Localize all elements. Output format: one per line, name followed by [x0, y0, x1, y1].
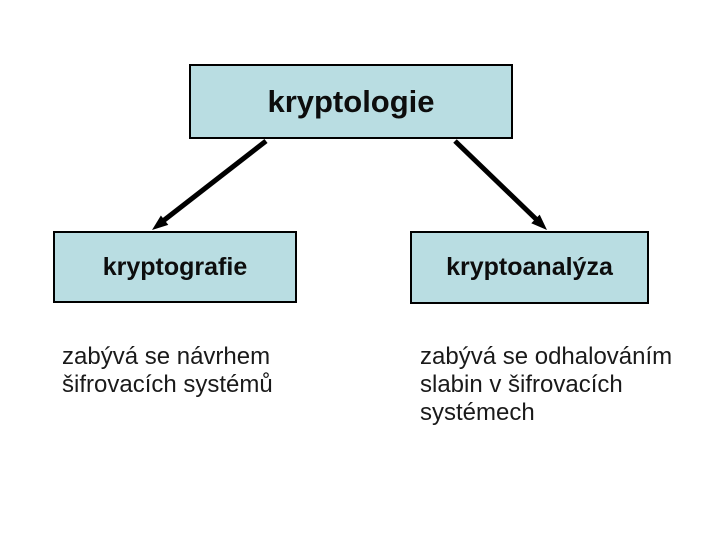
left-node-label: kryptografie [102, 252, 248, 281]
right-description-line-2: slabin v šifrovacích [420, 371, 623, 398]
arrow-to-left-box [152, 139, 268, 230]
left-description-line-1: zabývá se návrhem [62, 343, 271, 370]
root-node-label: kryptologie [267, 83, 435, 119]
right-description-line-1: zabývá se odhalováním [420, 343, 673, 370]
right-node-label: kryptoanalýza [446, 253, 613, 281]
child-node-kryptografie: kryptografie [53, 231, 297, 303]
arrow-to-right-box [453, 139, 547, 230]
right-branch-description: zabývá se odhalováním slabin v šifrovací… [420, 343, 690, 427]
root-node-kryptologie: kryptologie [189, 64, 513, 139]
right-description-line-3: systémech [420, 399, 535, 426]
left-branch-description: zabývá se návrhem šifrovacích systémů [62, 343, 312, 399]
child-node-kryptoanalyza: kryptoanalýza [410, 231, 649, 304]
left-description-line-2: šifrovacích systémů [62, 371, 273, 398]
